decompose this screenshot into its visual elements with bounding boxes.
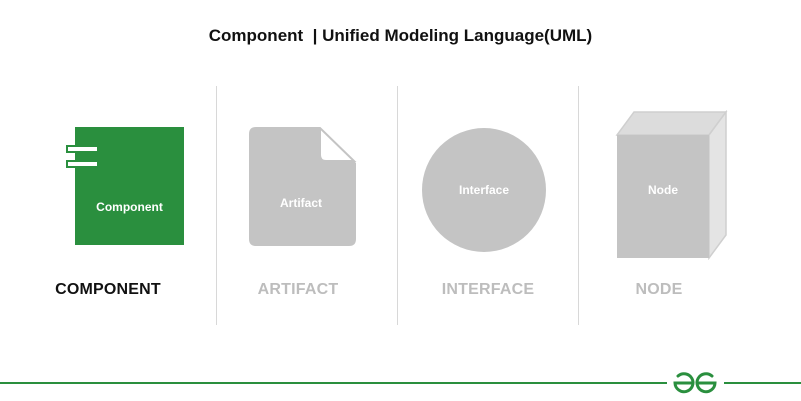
footer-line-left xyxy=(0,382,667,384)
gfg-logo-icon[interactable] xyxy=(672,371,718,395)
component-caption: COMPONENT xyxy=(55,281,161,298)
artifact-symbol xyxy=(249,127,357,246)
interface-symbol xyxy=(422,128,546,252)
page-title: Component | Unified Modeling Language(UM… xyxy=(208,26,593,45)
component-tab-top xyxy=(66,145,99,153)
footer-line-right xyxy=(724,382,801,384)
interface-shape-label: Interface xyxy=(458,183,510,197)
artifact-shape-label: Artifact xyxy=(279,196,322,210)
divider xyxy=(578,86,579,325)
divider xyxy=(397,86,398,325)
artifact-caption: ARTIFACT xyxy=(257,281,339,298)
component-tab-bottom xyxy=(66,160,99,168)
node-caption: NODE xyxy=(635,281,683,298)
component-shape-label: Component xyxy=(96,200,163,214)
divider xyxy=(216,86,217,325)
node-shape-label: Node xyxy=(648,183,678,197)
interface-caption: INTERFACE xyxy=(441,281,535,298)
node-symbol xyxy=(615,110,728,260)
